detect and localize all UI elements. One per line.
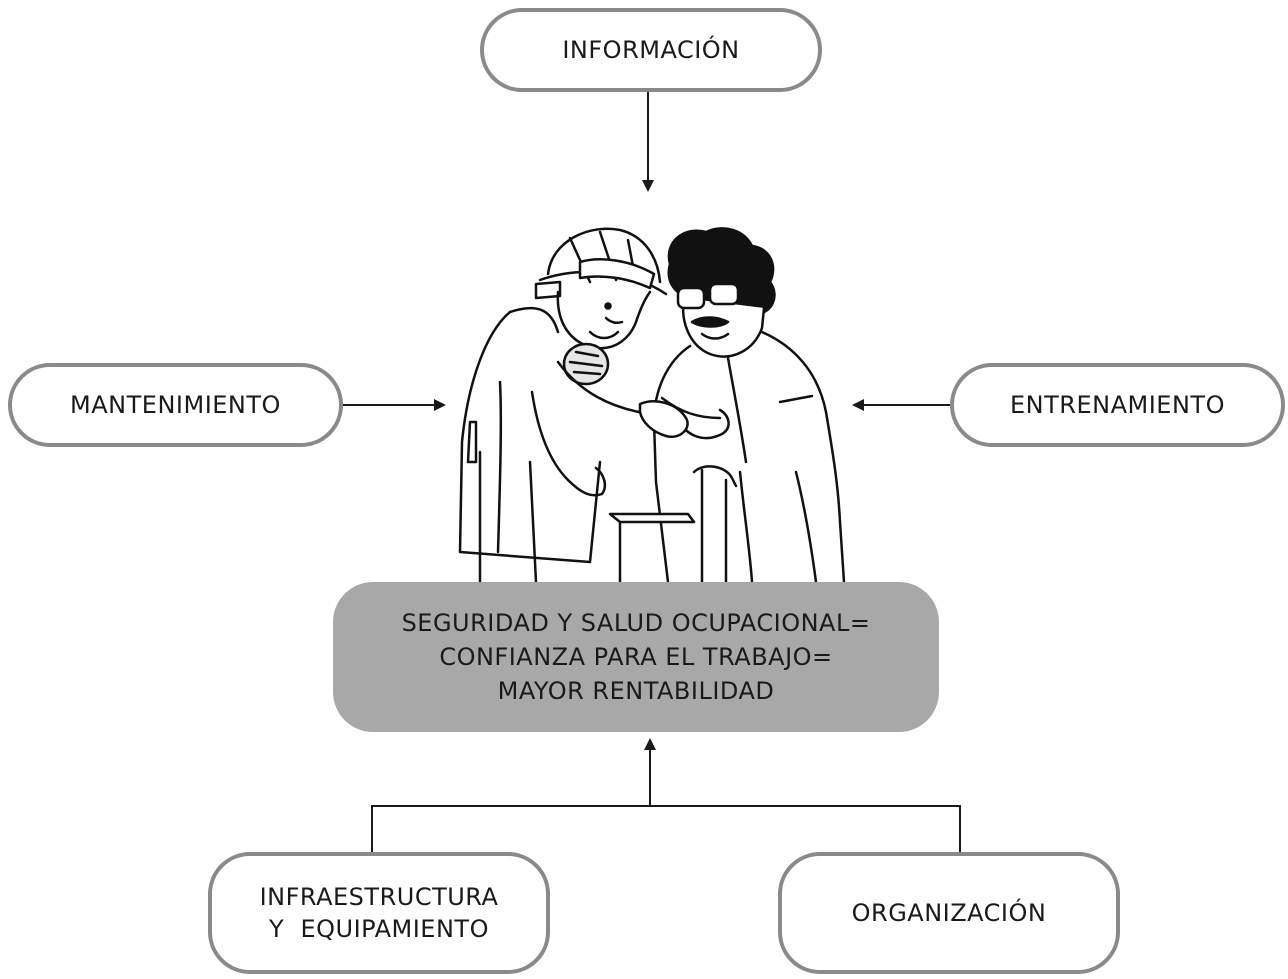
node-entrenamiento-label: ENTRENAMIENTO (1010, 391, 1225, 419)
node-organizacion: ORGANIZACIÓN (778, 852, 1120, 974)
edge-bottom-bracket (371, 805, 961, 852)
node-informacion-label: INFORMACIÓN (562, 36, 740, 64)
node-infraestructura: INFRAESTRUCTURA Y EQUIPAMIENTO (208, 852, 550, 974)
handshake-workers-illustration (458, 227, 846, 582)
node-center-line-3: MAYOR RENTABILIDAD (497, 677, 775, 705)
node-mantenimiento-label: MANTENIMIENTO (70, 391, 281, 419)
node-center-line-1: SEGURIDAD Y SALUD OCUPACIONAL= (401, 609, 871, 637)
node-mantenimiento: MANTENIMIENTO (8, 363, 343, 447)
node-entrenamiento: ENTRENAMIENTO (950, 363, 1285, 447)
node-infraestructura-line-1: INFRAESTRUCTURA (259, 883, 499, 911)
node-center: SEGURIDAD Y SALUD OCUPACIONAL= CONFIANZA… (333, 582, 939, 732)
node-organizacion-label: ORGANIZACIÓN (851, 899, 1047, 927)
node-infraestructura-line-2: Y EQUIPAMIENTO (269, 915, 489, 943)
node-informacion: INFORMACIÓN (480, 8, 822, 92)
node-center-line-2: CONFIANZA PARA EL TRABAJO= (439, 643, 833, 671)
